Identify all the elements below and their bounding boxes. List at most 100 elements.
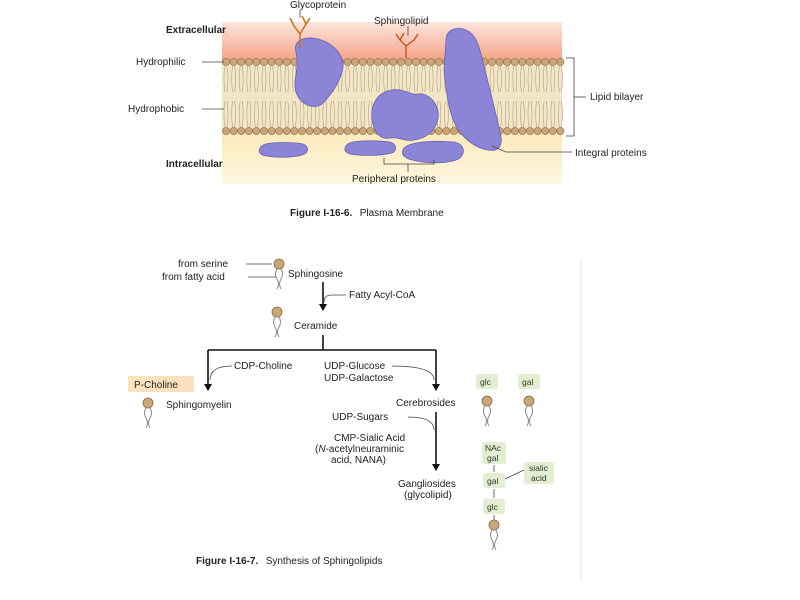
nac-gal-sugar-box — [482, 442, 506, 464]
peripheral-protein-1 — [258, 142, 308, 158]
extracellular-label: Extracellular — [166, 25, 226, 36]
integral-proteins-pointer — [491, 145, 572, 153]
lipid-tail — [231, 65, 236, 93]
lipid-tail — [535, 100, 540, 128]
sphingolipid-synthesis-figure: from serine from fatty acid Sphingosine … — [128, 258, 582, 580]
lipid-head — [495, 58, 504, 66]
lipid-tail — [436, 65, 442, 93]
lipid-head — [389, 58, 398, 66]
ceramide-head-icon — [271, 306, 283, 318]
lipid-head — [374, 58, 382, 66]
peripheral-proteins-label: Peripheral proteins — [352, 174, 436, 185]
sphingomyelin-head-icon — [142, 397, 154, 409]
lipid-head — [396, 58, 405, 66]
lipid-tail — [246, 100, 252, 128]
intracellular-label: Intracellular — [166, 159, 223, 170]
sphingosine-head-icon — [273, 258, 285, 270]
glycolipid-label: (glycolipid) — [404, 490, 452, 501]
glycoprotein-label: Glycoprotein — [290, 0, 346, 11]
from-fatty-acid-label: from fatty acid — [162, 272, 225, 283]
lipid-tail — [550, 65, 556, 93]
cmp-sialic-acid-label: CMP-Sialic Acid — [334, 433, 405, 444]
lipid-head — [282, 58, 291, 66]
lipid-tail — [254, 65, 259, 93]
lipid-tail — [413, 65, 419, 93]
lipid-head — [275, 127, 284, 135]
lipid-tail — [337, 100, 343, 128]
lipid-head — [358, 127, 367, 135]
nac-gal-label: gal — [487, 453, 498, 463]
peripheral-protein-2 — [344, 140, 396, 156]
lipid-tail — [330, 100, 335, 128]
lipid-head — [267, 127, 276, 135]
gal-sugar-box — [518, 374, 540, 389]
lipid-head — [488, 58, 496, 66]
lipid-head — [320, 127, 329, 135]
acid-label: acid — [531, 473, 547, 483]
figure-16-7-caption: Figure I-16-7. Synthesis of Sphingolipid… — [196, 551, 382, 568]
figure-16-6-caption: Figure I-16-6. Plasma Membrane — [290, 203, 444, 220]
lipid-tail — [276, 100, 282, 128]
udp-galactose-label: UDP-Galactose — [324, 373, 394, 384]
lipid-tail — [276, 65, 282, 93]
lipid-tail — [352, 65, 358, 93]
lipid-tail — [269, 100, 274, 128]
lipid-head — [518, 127, 527, 135]
integral-protein-3 — [443, 28, 502, 151]
plasma-membrane-figure: Glycoprotein Sphingolipid Extracellular … — [128, 0, 647, 220]
lipid-head — [343, 127, 352, 135]
gangliosides-label: Gangliosides — [398, 479, 456, 490]
lipid-tail — [527, 100, 533, 128]
lipid-head — [336, 127, 344, 135]
lipid-tail — [497, 65, 502, 93]
sphingosine-label: Sphingosine — [288, 269, 343, 280]
glc-chain-label: glc — [487, 502, 499, 512]
ceramide-tail-icon — [273, 316, 281, 338]
lipid-head — [541, 127, 550, 135]
lipid-head — [252, 127, 261, 135]
lipid-tail — [550, 100, 556, 128]
lipid-tail — [345, 65, 350, 93]
gal-chain-sugar-box — [483, 473, 505, 488]
sialic-label: sialic — [529, 463, 549, 473]
lipid-head — [298, 127, 306, 135]
lipid-tail — [406, 65, 411, 93]
cerebrosides-label: Cerebrosides — [396, 398, 455, 409]
integral-protein-1 — [294, 37, 344, 107]
lipid-head — [267, 58, 276, 66]
ceramide-label: Ceramide — [294, 321, 338, 332]
lipid-head — [290, 127, 299, 135]
lipid-tail — [558, 65, 563, 93]
lipid-bilayer-label: Lipid bilayer — [590, 92, 644, 103]
lipid-tail — [322, 100, 328, 128]
lipid-head — [343, 58, 352, 66]
cdp-choline-label: CDP-Choline — [234, 361, 293, 372]
lipid-head — [404, 58, 413, 66]
lipid-tail — [535, 65, 540, 93]
lipid-tail — [444, 100, 449, 128]
lipid-head — [503, 58, 512, 66]
hydrophobic-label: Hydrophobic — [128, 104, 184, 115]
lipid-tail — [284, 65, 290, 93]
lipid-head — [450, 127, 458, 135]
lipid-tail — [360, 100, 366, 128]
gal-cerebroside-tail-icon — [525, 405, 533, 427]
lipid-head — [510, 127, 519, 135]
glc-cerebroside-tail-icon — [483, 405, 491, 427]
lipid-head — [351, 58, 360, 66]
glc-chain-sugar-box — [483, 499, 505, 514]
lipid-tail — [512, 65, 518, 93]
lipid-head — [419, 58, 428, 66]
lipid-head — [244, 58, 253, 66]
lipid-tail — [558, 100, 563, 128]
lipid-tail — [368, 65, 373, 93]
lipid-tail — [512, 100, 518, 128]
lipid-head — [442, 127, 451, 135]
p-choline-box — [128, 376, 194, 392]
lipid-head — [533, 127, 542, 135]
lipid-tail — [520, 65, 525, 93]
peripheral-proteins-bracket — [383, 158, 435, 165]
acid-nana-label: acid, NANA) — [331, 455, 386, 466]
lipid-tail — [527, 65, 533, 93]
